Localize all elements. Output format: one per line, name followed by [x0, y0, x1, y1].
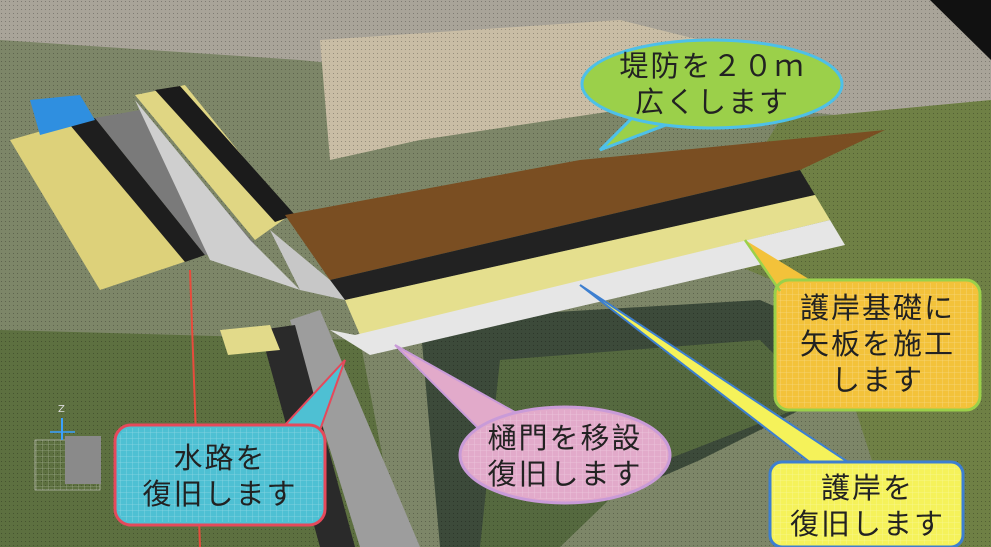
- embankment-white-face: [330, 220, 845, 355]
- mid-embankment-wall: [135, 100, 300, 290]
- embankment-black-band: [330, 170, 815, 300]
- callout-revetment-base-text: 護岸基礎に 矢板を施工 します: [799, 291, 955, 397]
- sluice-gate-structure: [290, 310, 420, 547]
- z-axis-label: Z: [58, 404, 65, 415]
- callout-sluice-text: 樋門を移設 復旧します: [487, 421, 643, 491]
- left-embankment-black-strip: [70, 118, 205, 262]
- callout-revetment-text: 護岸を 復旧します: [789, 471, 945, 541]
- callout-revetment-base: [743, 239, 982, 412]
- embankment-top-brown: [285, 130, 885, 280]
- embankment-yellow-slope: [345, 195, 830, 335]
- blue-tarp: [30, 95, 95, 135]
- callout-embankment-text: 堤防を２０ｍ 広くします: [619, 49, 806, 119]
- left-embankment-slope: [10, 120, 190, 290]
- mid-embankment-slope: [135, 85, 290, 240]
- callout-embankment: [580, 38, 844, 152]
- callout-waterway-text: 水路を 復旧します: [142, 441, 298, 511]
- callout-sluice: [394, 344, 672, 505]
- embankment-end-slope: [270, 230, 345, 300]
- mid-embankment-black: [155, 86, 295, 222]
- callout-revetment: [579, 284, 965, 547]
- callout-waterway: [113, 359, 346, 527]
- axis-box: [65, 436, 101, 484]
- void-corner-icon: [930, 0, 991, 60]
- small-yellow-block: [220, 325, 280, 355]
